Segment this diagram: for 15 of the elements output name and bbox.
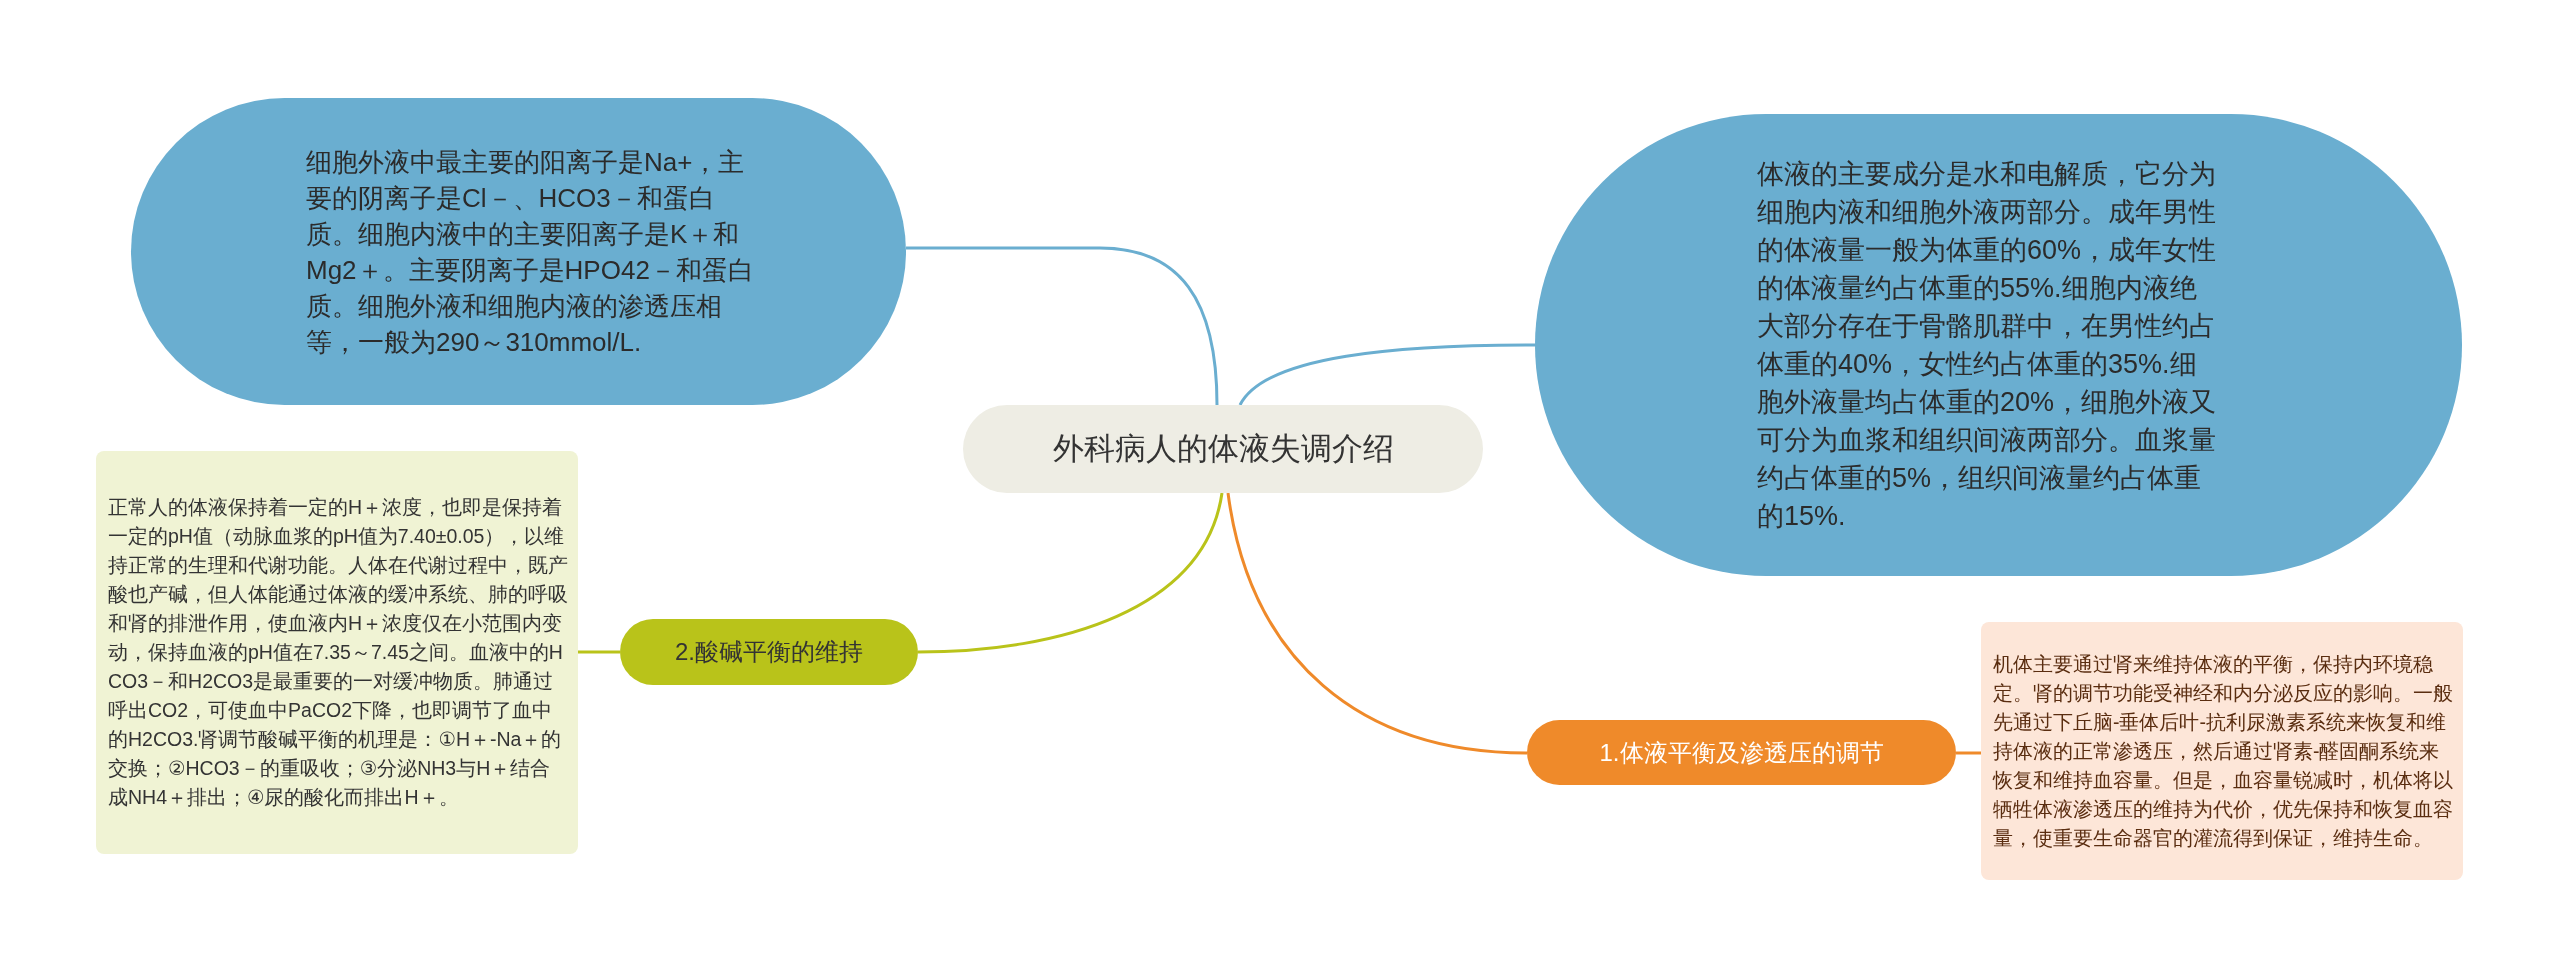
note-box [1981,622,2463,880]
connector-line [1238,343,1535,406]
node-text: 体液的主要成分是水和电解质，它分为细胞内液和细胞外液两部分。成年男性的体液量一般为体重的60%，成年女性的体液量约占体重的55%.细胞内液绝大部分存在于骨骼肌群中，在男性约占体重的40%，女性约占体重的35%.细胞外液量均占体重的20%，细胞外液又可分为血浆和组织间液两部分。血浆量约占体重的5%，组织间液量约占体重的15%. [1757,158,2218,533]
connector-line [1226,492,1528,755]
node-text: 外科病人的体液失调介绍 [1052,430,1394,468]
node-text: 正常人的体液保持着一定的H＋浓度，也即是保持着一定的pH值（动脉血浆的pH值为7.40±0.05），以维持正常的生理和代谢功能。人体在代谢过程中，既产酸也产碱，但人体能通过体液的缓冲系统、肺的呼吸和肾的排泄作用，使血液内H＋浓度仅在小范围内变动，保持血液的pH值在7.35～7.45之间。血液中的HCO3－和H2CO3是最重要的一对缓冲物质。肺通过呼出CO2，可使血中PaCO2下降，也即调节了血中的H2CO3.肾调节酸碱平衡的机理是：①H＋-Na＋的交换；②HCO3－的重吸收；③分泌NH3与H＋结合成NH4＋排出；④尿的酸化而排出H＋。 [108,495,568,810]
connector-line [906,246,1219,406]
connector-line [1956,751,1981,755]
node-text: 2.酸碱平衡的维持 [675,637,863,667]
node-text: 机体主要通过肾来维持体液的平衡，保持内环境稳定。肾的调节功能受神经和内分泌反应的影响。一般先通过下丘脑-垂体后叶-抗利尿激素系统来恢复和维持体液的正常渗透压，然后通过肾素-醛固酮系统来恢复和维持血容量。但是，血容量锐减时，机体将以牺牲体液渗透压的维持为代价，优先保持和恢复血容量，使重要生命器官的灌流得到保证，维持生命。 [1993,651,2453,851]
node-text: 细胞外液中最主要的阳离子是Na+，主要的阴离子是Cl－、HCO3－和蛋白质。细胞内液中的主要阳离子是K＋和Mg2＋。主要阴离子是HPO42－和蛋白质。细胞外液和细胞内液的渗透压相等，一般为290～310mmol/L. [306,145,755,359]
node-text: 1.体液平衡及渗透压的调节 [1599,737,1884,768]
connector-line [917,492,1224,654]
note-box [96,451,578,854]
connector-line [578,650,620,654]
